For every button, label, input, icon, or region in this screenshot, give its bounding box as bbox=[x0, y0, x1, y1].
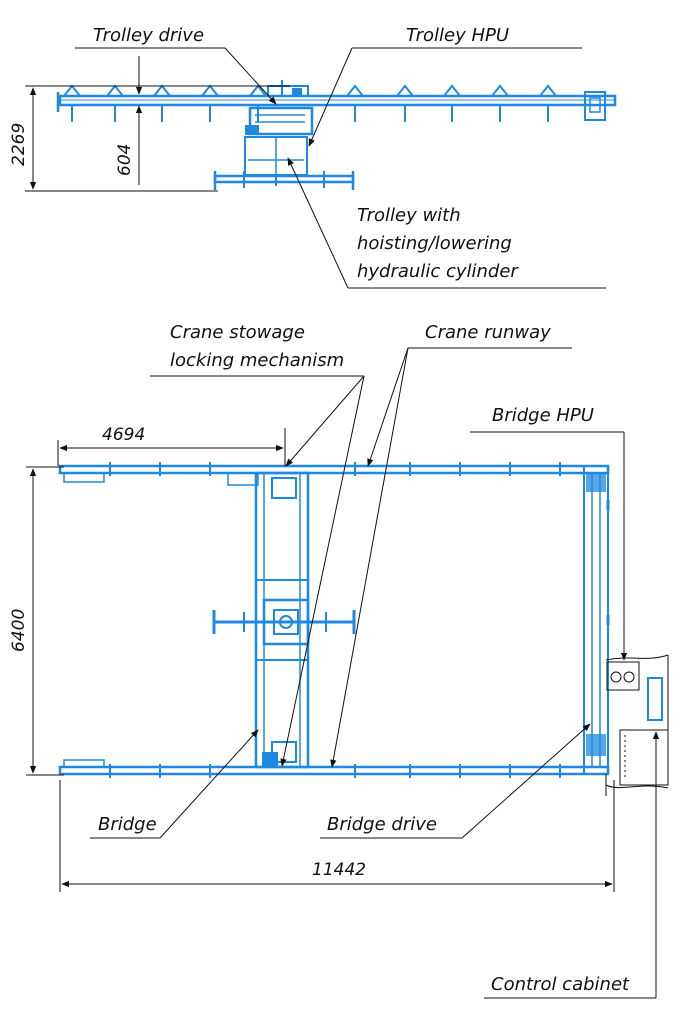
trolley-drive-text: Trolley drive bbox=[93, 25, 204, 46]
bridge-drive-text: Bridge drive bbox=[327, 814, 437, 835]
beam-hanger bbox=[396, 84, 414, 122]
crane-runway-text: Crane runway bbox=[425, 322, 551, 343]
label-bridge-drive: Bridge drive bbox=[320, 723, 591, 839]
beam-hanger bbox=[346, 84, 364, 122]
label-trolley-hoist: Trolley with hoisting/lowering hydraulic… bbox=[287, 157, 606, 289]
trolley-plan bbox=[212, 598, 356, 646]
dimension-stowage-offset: 4694 bbox=[57, 425, 286, 466]
dimension-overall-length: 11442 bbox=[59, 780, 615, 892]
beam-hanger bbox=[539, 84, 557, 122]
control-cabinet-text: Control cabinet bbox=[491, 974, 630, 995]
dimension-overall-height: 2269 bbox=[9, 85, 290, 192]
plan-view: 4694 6400 11442 Crane stowage locking me… bbox=[9, 322, 669, 999]
label-control-cabinet: Control cabinet bbox=[484, 731, 660, 999]
side-view-beam bbox=[56, 84, 617, 122]
label-trolley-hpu: Trolley HPU bbox=[308, 25, 582, 147]
beam-hanger bbox=[443, 84, 461, 122]
dim-6400-text: 6400 bbox=[9, 609, 29, 652]
label-bridge: Bridge bbox=[90, 729, 259, 839]
bridge-text: Bridge bbox=[98, 814, 157, 835]
stowage-text-2: locking mechanism bbox=[170, 350, 344, 371]
trolley-hpu-unit bbox=[245, 106, 314, 136]
trolley-drive-unit bbox=[267, 80, 309, 97]
runway-right-end bbox=[583, 465, 610, 775]
control-cabinet-unit bbox=[605, 729, 669, 796]
runway-top bbox=[58, 462, 610, 483]
bridge-hpu-text: Bridge HPU bbox=[492, 405, 594, 426]
side-view: 2269 604 Trolley drive Trolley HPU Troll… bbox=[9, 25, 617, 289]
trolley-hoist-frame bbox=[213, 136, 355, 190]
dimension-runway-span: 6400 bbox=[9, 466, 64, 776]
label-crane-runway: Crane runway bbox=[330, 322, 572, 768]
dimension-trolley-height: 604 bbox=[115, 56, 143, 185]
trolley-hpu-text: Trolley HPU bbox=[406, 25, 509, 46]
bridge-beam bbox=[227, 471, 310, 769]
trolley-hoist-text-3: hydraulic cylinder bbox=[357, 261, 519, 282]
stowage-text-1: Crane stowage bbox=[170, 322, 305, 343]
label-stowage-lock: Crane stowage locking mechanism bbox=[150, 322, 365, 767]
trolley-hoist-text-2: hoisting/lowering bbox=[357, 233, 512, 254]
label-bridge-hpu: Bridge HPU bbox=[470, 405, 628, 661]
label-trolley-drive: Trolley drive bbox=[75, 25, 277, 105]
dim-2269-text: 2269 bbox=[9, 123, 29, 166]
beam-hanger bbox=[491, 84, 509, 122]
runway-bottom bbox=[58, 759, 610, 778]
trolley-hoist-text-1: Trolley with bbox=[357, 205, 461, 226]
dim-604-text: 604 bbox=[115, 144, 135, 176]
bridge-hpu-unit bbox=[605, 654, 669, 785]
dim-4694-text: 4694 bbox=[102, 425, 145, 445]
dim-11442-text: 11442 bbox=[312, 860, 366, 880]
